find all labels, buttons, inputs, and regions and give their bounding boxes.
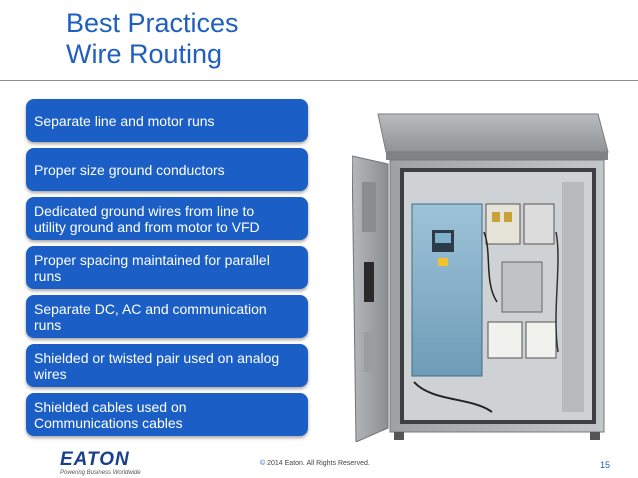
list-item: Separate line and motor runs (26, 99, 308, 142)
title-line-2: Wire Routing (66, 39, 223, 69)
list-item: Shielded or twisted pair used on analog … (26, 344, 308, 387)
item-text: Communications cables (34, 414, 183, 431)
page-number: 15 (600, 460, 611, 470)
eaton-logo: EATON Powering Business Worldwide (60, 450, 141, 476)
title-line-1: Best Practices (66, 8, 239, 38)
list-item: Proper spacing maintained for parallel r… (26, 246, 308, 289)
copyright-symbol: © (260, 460, 266, 467)
item-text: runs (34, 316, 62, 333)
item-text: utility ground and from motor to VFD (34, 218, 260, 235)
item-text: Proper size ground conductors (34, 161, 225, 178)
list-item: Dedicated ground wires from line to util… (26, 197, 308, 240)
copyright-text: 2014 Eaton. All Rights Reserved. (267, 460, 370, 467)
item-text: Proper spacing maintained for parallel (34, 251, 270, 268)
item-text: Dedicated ground wires from line to (34, 202, 255, 219)
list-item: Separate DC, AC and communication runs (26, 295, 308, 338)
slide-title: Best Practices Wire Routing (66, 8, 239, 70)
copyright-notice: © 2014 Eaton. All Rights Reserved. (260, 460, 370, 467)
logo-tagline: Powering Business Worldwide (60, 470, 141, 476)
list-item: Shielded cables used on Communications c… (26, 393, 308, 436)
item-text: Shielded cables used on (34, 398, 187, 415)
vfd-enclosure-image (352, 113, 609, 442)
item-text: runs (34, 267, 62, 284)
item-text: Separate line and motor runs (34, 112, 215, 129)
title-divider (0, 80, 638, 81)
list-item: Proper size ground conductors (26, 148, 308, 191)
item-text: Separate DC, AC and communication (34, 300, 267, 317)
item-text: Shielded or twisted pair used on analog (34, 349, 280, 366)
logo-wordmark: EATON (60, 449, 130, 470)
item-text: wires (34, 365, 67, 382)
